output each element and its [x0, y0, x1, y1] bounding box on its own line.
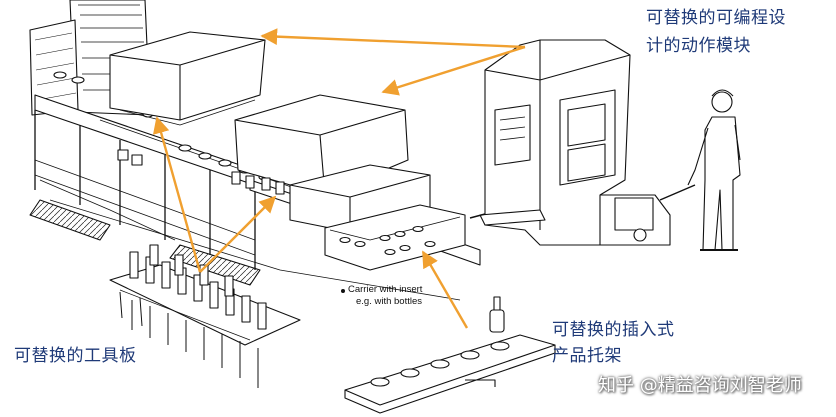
arrow-carrier-to-line: [421, 250, 469, 329]
worker-figure: [687, 89, 741, 251]
label-carrier-line1: 可替换的插入式: [552, 320, 675, 340]
arrow-module-to-box2: [381, 45, 526, 96]
annotation-arrows: [152, 28, 526, 329]
label-action-module-line1: 可替换的可编程设: [646, 8, 786, 28]
arrow-module-to-box1: [260, 28, 526, 49]
label-tool-plate: 可替换的工具板: [14, 346, 137, 366]
arrow-toolplate-up-left: [152, 116, 202, 273]
arrow-toolplate-up-right: [199, 195, 277, 273]
label-action-module-line2: 计的动作模块: [646, 36, 751, 56]
tool-plate: [109, 244, 301, 388]
carrier-note-line1: Carrier with insert: [348, 284, 423, 295]
tool-pins: [119, 291, 259, 388]
carrier-tray: [344, 296, 556, 414]
bottle-icon: [489, 296, 505, 333]
conveyor-parts: [117, 149, 285, 195]
floor-grates: [29, 199, 261, 286]
label-carrier-line2: 产品托架: [552, 346, 622, 366]
tool-cylinders: [129, 244, 267, 330]
carrier-note-bullet: [341, 289, 345, 293]
action-module-machine: [469, 39, 696, 246]
watermark: 知乎 @精益咨询刘智老师: [598, 375, 802, 396]
action-module-1: [109, 31, 266, 126]
carrier-note-line2: e.g. with bottles: [356, 296, 423, 307]
